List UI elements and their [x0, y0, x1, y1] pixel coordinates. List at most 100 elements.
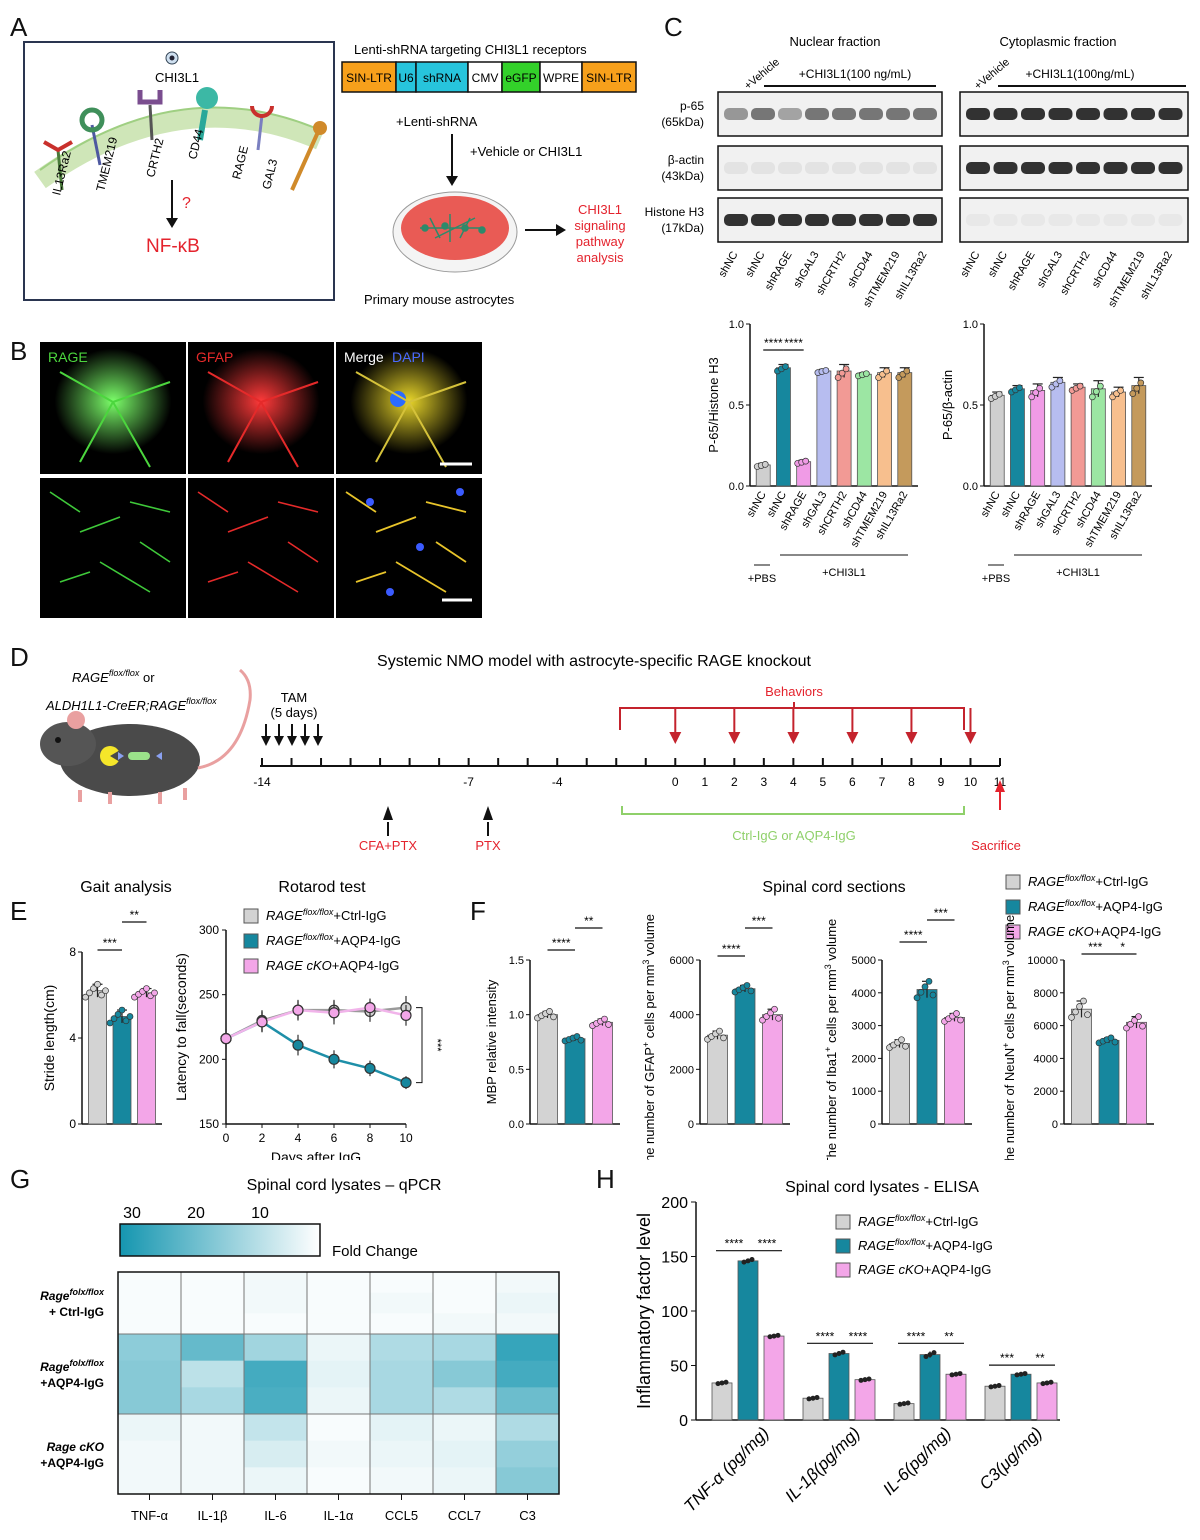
- heat-cell-2-6-1: [496, 1440, 559, 1468]
- elisa-bar-3-2: [1036, 1382, 1058, 1421]
- qpcr-heatmap: Ragefolx/flox+ Ctrl-IgGRagefolx/flox+AQP…: [40, 1271, 560, 1523]
- data-point-4-1: [838, 369, 846, 377]
- legend-label-0-post: +Ctrl-IgG: [925, 1214, 978, 1229]
- pbs-label-nuc: +PBS: [748, 573, 776, 585]
- sig-F_iba-2-label: ***: [934, 906, 948, 920]
- rot-sig-bracket: [416, 1007, 423, 1084]
- y-tick-label-2: 1.0: [509, 1010, 524, 1022]
- data-point-0-2: [995, 390, 1003, 398]
- elisa-x-label-1: IL-1β(pg/mg): [781, 1423, 863, 1505]
- rot-point-2-5: [400, 1009, 412, 1021]
- panel-label-c: C: [664, 12, 683, 42]
- elisa-point-2-1-2: [931, 1350, 937, 1356]
- ptx-arrow-head: [483, 806, 493, 820]
- data-point-2-0: [1123, 1024, 1130, 1032]
- data-point-4-2: [1076, 382, 1084, 390]
- tam-arrow-head-0: [261, 736, 271, 746]
- western-blots: p-65(65kDa)β-actin(43kDa)Histone H3(17kD…: [645, 91, 1189, 243]
- bar-0: [537, 1014, 558, 1125]
- blot-band-cyto-2-2: [1021, 214, 1045, 226]
- construct-segment-label-3: CMV: [472, 71, 499, 85]
- spinal-title: Spinal cord sections: [762, 879, 905, 896]
- heat-cell-1-0-2: [118, 1387, 181, 1415]
- heat-cell-2-3-1: [307, 1440, 370, 1468]
- heat-cell-1-6-0: [496, 1334, 559, 1362]
- blot-band-nuc-2-5: [859, 214, 883, 226]
- sacrifice-arrow-head: [995, 780, 1005, 792]
- heat-cell-0-1-1: [181, 1292, 244, 1314]
- rot-x-label: Days after IgG: [271, 1149, 361, 1160]
- heat-cell-2-2-0: [244, 1414, 307, 1442]
- data-point-2-1: [1032, 389, 1040, 396]
- heat-cell-1-4-0: [370, 1334, 433, 1362]
- heat-col-label-5: CCL7: [448, 1508, 481, 1523]
- construct-segment-label-2: shRNA: [423, 71, 461, 85]
- y-tick-label-0: 0: [69, 1117, 76, 1131]
- rot-x-tick-label-3: 6: [331, 1131, 338, 1145]
- behavior-arrows: [669, 708, 977, 744]
- bar-5: [856, 373, 872, 487]
- elisa-point-3-1-2: [1022, 1371, 1028, 1377]
- y-tick-label-3: 3000: [852, 1021, 876, 1033]
- y-tick-label-0: 0.0: [509, 1119, 524, 1131]
- rot-point-2-2: [292, 1004, 304, 1016]
- heat-col-label-2: IL-6: [264, 1508, 286, 1523]
- y-axis-label-part-1: +: [641, 1042, 651, 1047]
- gait-title: Gait analysis: [80, 879, 172, 896]
- timeline-label-2: -4: [552, 775, 563, 789]
- heat-cell-2-6-0: [496, 1414, 559, 1442]
- y-tick-label-3: 6000: [1034, 1021, 1058, 1033]
- bar-1: [734, 988, 756, 1125]
- legend-swatch-1: [835, 1238, 851, 1254]
- blot-band-nuc-2-0: [724, 214, 748, 226]
- heat-cell-1-3-0: [307, 1334, 370, 1362]
- legend-label-2: RAGE cKO+AQP4-IgG: [1028, 924, 1161, 939]
- rot-point-1-3: [328, 1053, 340, 1065]
- heat-cell-2-2-1: [244, 1440, 307, 1468]
- data-point-2-2: [1131, 1017, 1138, 1024]
- data-point-0-3: [94, 980, 101, 988]
- bar-3: [1050, 381, 1066, 487]
- y-axis-label-part-2: cells per mm: [824, 969, 839, 1046]
- panel-label-f: F: [470, 896, 486, 926]
- bar-2: [1126, 1021, 1147, 1125]
- elisa-point-3-0-2: [996, 1383, 1002, 1389]
- heat-cell-2-4-2: [370, 1467, 433, 1495]
- blot-row-size-0: (65kDa): [661, 115, 704, 129]
- heat-cell-1-3-1: [307, 1360, 370, 1388]
- heat-col-label-6: C3: [519, 1508, 536, 1523]
- genotype-2-sup: flox/flox: [186, 696, 217, 706]
- elisa-y-tick-label-2: 100: [661, 1304, 688, 1321]
- sig-F_gfap-2-label: ***: [752, 914, 766, 928]
- legend-label-2-name: RAGE cKO: [266, 958, 332, 973]
- gfap-processes: [207, 371, 319, 468]
- heat-col-label-0: TNF-α: [131, 1508, 169, 1523]
- data-point-0-1: [1072, 1008, 1079, 1016]
- blot-band-nuc-1-6: [886, 162, 910, 174]
- data-point-5-2: [862, 370, 870, 378]
- elisa-point-1-0-1: [810, 1395, 816, 1401]
- legend-swatch-0: [243, 908, 259, 924]
- tam-arrow-head-3: [300, 736, 310, 746]
- outcome-line-1: CHI3L1: [578, 202, 622, 217]
- y-axis-label-part-3: 3: [641, 960, 651, 965]
- heat-cell-2-6-2: [496, 1467, 559, 1495]
- signal-arrow-head: [166, 218, 178, 228]
- data-point-2-2: [1036, 384, 1044, 392]
- blot-cyto-2: [959, 197, 1189, 243]
- y-tick-label-3: 6000: [670, 955, 694, 967]
- y-tick-label-5: 10000: [1027, 955, 1058, 967]
- y-axis-label: The number of NeuN+ cells per mm3 volume: [1001, 915, 1017, 1160]
- sig-F_neun-2-label: *: [1120, 940, 1125, 954]
- sig-F_mbp-1-label: ****: [552, 936, 571, 950]
- nuclear-chi-label: +CHI3L1(100 ng/mL): [799, 67, 911, 81]
- panel-b: RAGE GFAP Merge DAPI: [40, 342, 482, 618]
- panel-h: Spinal cord lysates - ELISA 050100150200…: [634, 1179, 1060, 1516]
- elisa-sig-2-1-label: ****: [907, 1329, 926, 1343]
- blot-band-cyto-2-3: [1048, 214, 1073, 226]
- heat-cell-2-5-1: [433, 1440, 496, 1468]
- blot-band-cyto-0-2: [1021, 108, 1045, 120]
- rot-point-2-4: [364, 1002, 376, 1014]
- y-axis-label: P-65/Histone H3: [706, 357, 721, 452]
- heat-cell-2-3-2: [307, 1467, 370, 1495]
